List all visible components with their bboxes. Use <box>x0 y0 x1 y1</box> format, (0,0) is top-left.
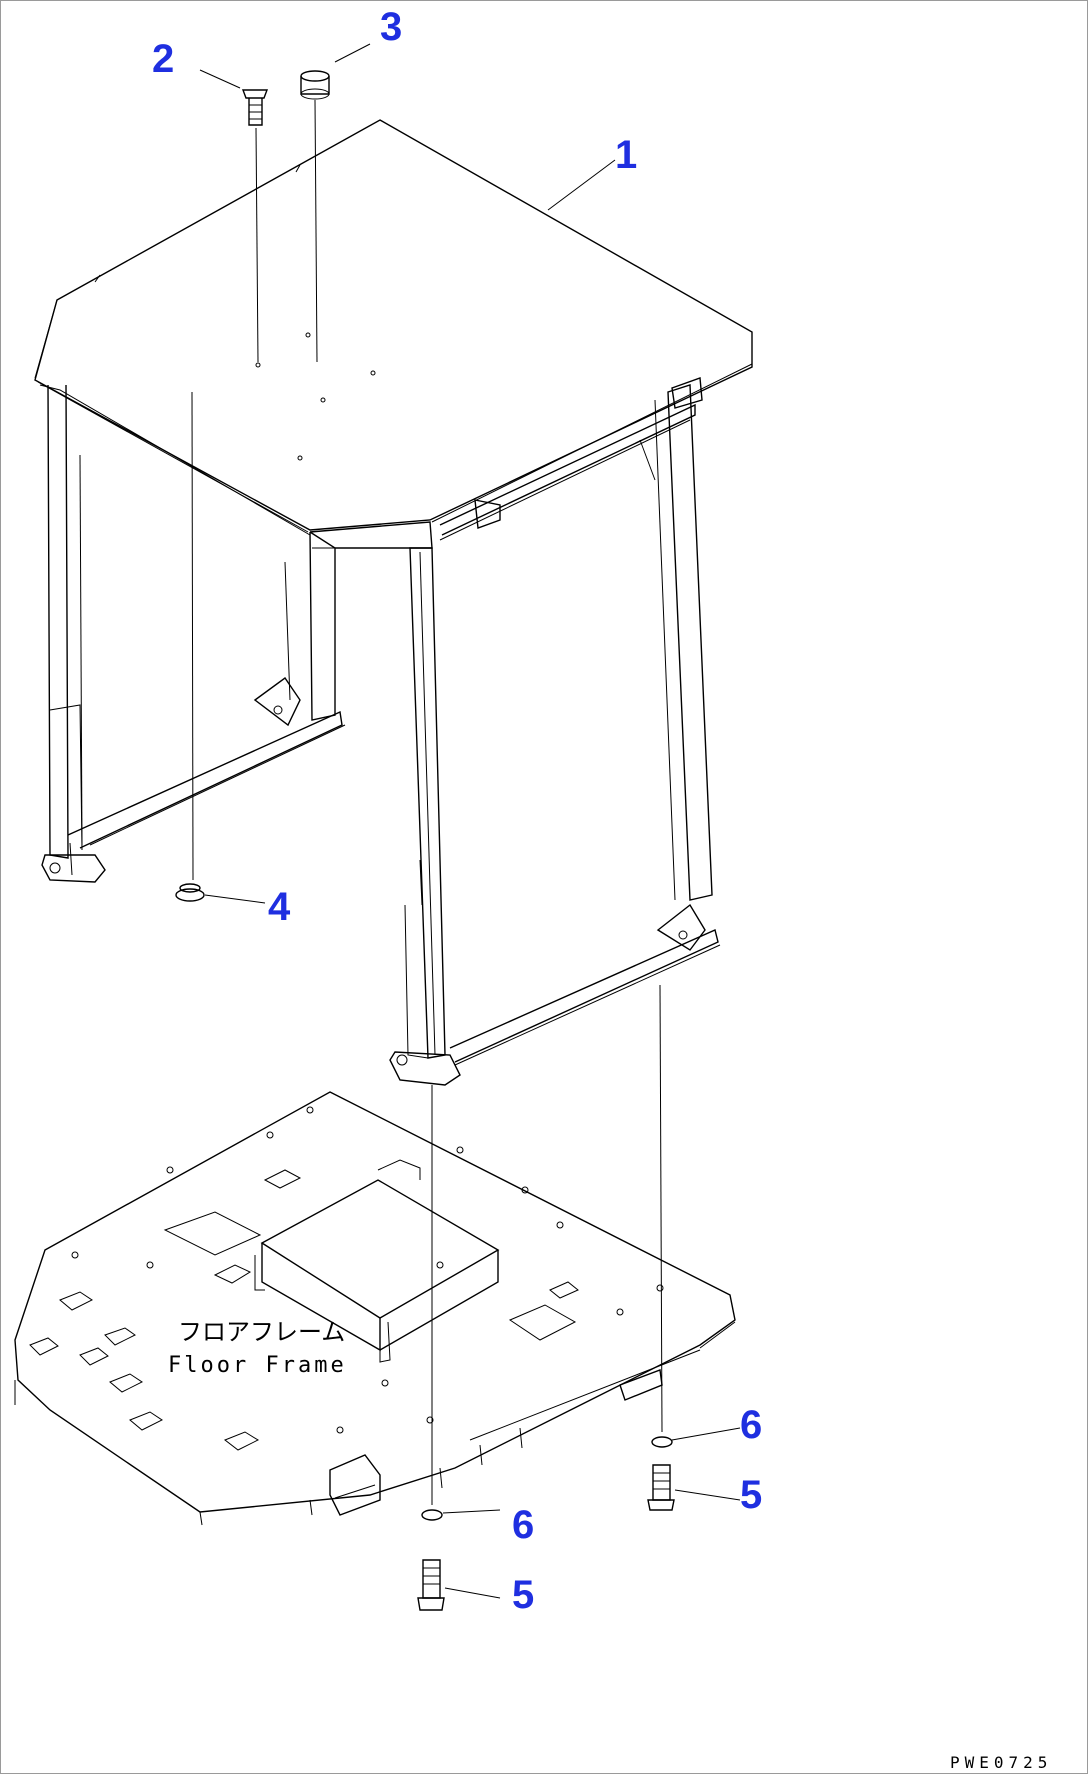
callout-6-right: 6 <box>740 1403 762 1447</box>
nut-4 <box>175 391 266 904</box>
floor-frame-label-en: Floor Frame <box>168 1353 347 1378</box>
floor-frame-label-jp: フロアフレーム <box>178 1318 345 1346</box>
callout-5-center: 5 <box>512 1573 534 1617</box>
callout-6-center: 6 <box>512 1503 534 1547</box>
callout-1: 1 <box>615 133 637 177</box>
callout-4: 4 <box>268 885 291 929</box>
callout-3: 3 <box>380 5 402 49</box>
floor-frame <box>14 1091 736 1526</box>
spacer-3 <box>300 43 371 363</box>
callout-5-right: 5 <box>740 1473 762 1517</box>
bolt-2 <box>199 69 269 363</box>
bolt-washer-right <box>647 984 741 1511</box>
canopy-frame <box>34 119 753 1086</box>
callout-2: 2 <box>152 37 174 81</box>
bolt-washer-center <box>417 1085 501 1611</box>
drawing-code: PWE0725 <box>950 1753 1052 1772</box>
